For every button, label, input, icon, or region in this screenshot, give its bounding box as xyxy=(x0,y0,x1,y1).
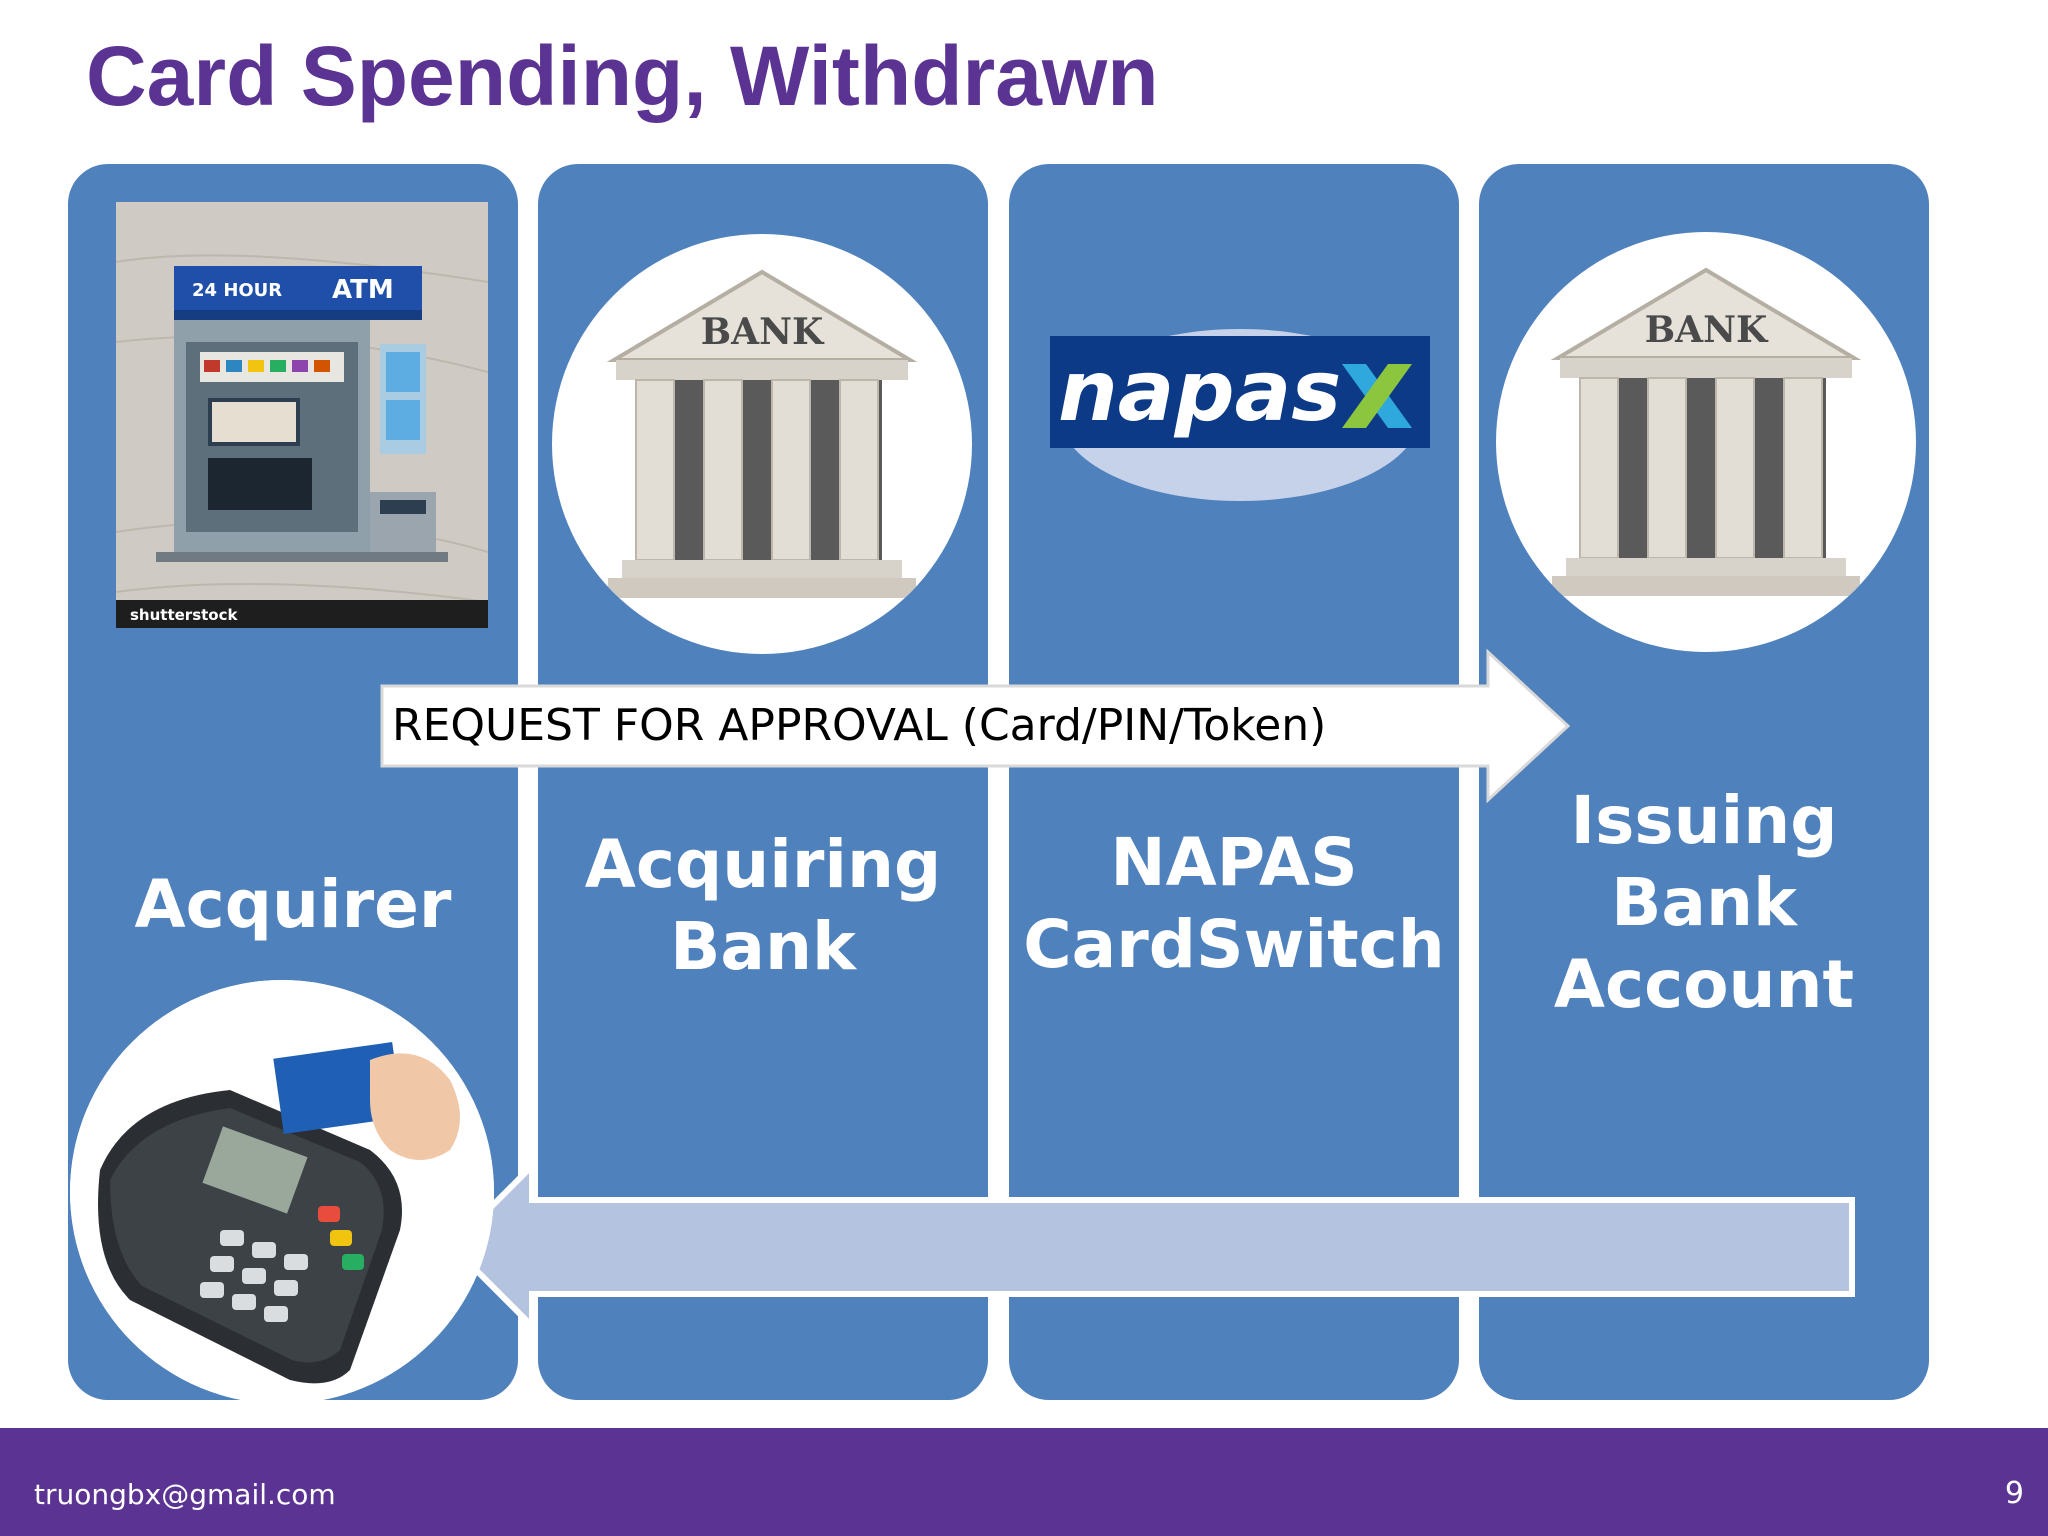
pos-terminal-image xyxy=(70,980,494,1404)
footer-email: truongbx@gmail.com xyxy=(34,1478,336,1511)
bank-sign-label-2: BANK xyxy=(1645,309,1769,351)
column-label-issuing-bank: Issuing Bank Account xyxy=(1553,782,1855,1023)
page-number: 9 xyxy=(2004,1476,2024,1511)
footer-bar xyxy=(0,1428,2048,1536)
napas-logo-text: napas xyxy=(1058,342,1341,440)
column-label-acquirer: Acquirer xyxy=(134,866,452,943)
bank-sign-label-1: BANK xyxy=(701,311,825,353)
slide-title: Card Spending, Withdrawn xyxy=(86,29,1159,123)
card-terminal-icon xyxy=(70,980,494,1404)
atm-watermark: shutterstock xyxy=(130,606,238,624)
napas-x-icon xyxy=(1342,364,1412,428)
issuing-bank-image: BANK xyxy=(1496,232,1916,652)
column-label-napas: NAPAS CardSwitch xyxy=(1023,824,1445,983)
acquiring-bank-image: BANK xyxy=(552,234,972,654)
atm-header-left: 24 HOUR xyxy=(192,280,282,301)
column-label-acquiring-bank: Acquiring Bank xyxy=(584,826,942,985)
atm-photo: 24 HOUR ATM shutterstock xyxy=(115,202,489,628)
response-arrow xyxy=(447,1158,1855,1334)
bank-icon: BANK xyxy=(606,269,918,598)
request-arrow-label: REQUEST FOR APPROVAL (Card/PIN/Token) xyxy=(392,700,1327,751)
bank-icon: BANK xyxy=(1550,267,1862,596)
request-arrow xyxy=(380,648,1571,804)
napas-image: napas xyxy=(1050,324,1430,506)
atm-header-right: ATM xyxy=(332,275,394,305)
